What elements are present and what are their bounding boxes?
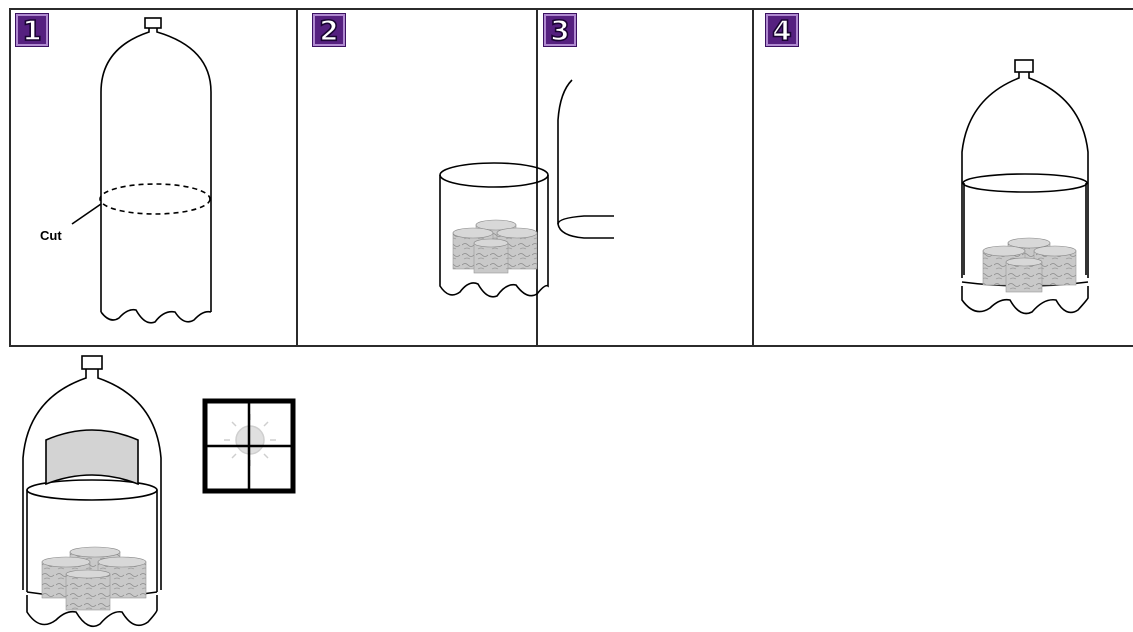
rocks-icon <box>983 238 1076 292</box>
bottle-icon <box>72 18 211 323</box>
bottle-top-icon <box>558 80 614 238</box>
step-badge-3: 3 <box>544 14 576 46</box>
step-number: 2 <box>315 16 343 44</box>
rocks-icon <box>453 220 537 273</box>
cut-label: Cut <box>40 228 62 243</box>
rocks-icon <box>42 547 146 610</box>
label-band <box>46 430 138 484</box>
window-icon <box>205 401 293 491</box>
step-number: 3 <box>546 16 574 44</box>
step-badge-4: 4 <box>766 14 798 46</box>
step-badge-1: 1 <box>16 14 48 46</box>
step-number: 1 <box>18 16 46 44</box>
step-number: 4 <box>768 16 796 44</box>
step-badge-2: 2 <box>313 14 345 46</box>
